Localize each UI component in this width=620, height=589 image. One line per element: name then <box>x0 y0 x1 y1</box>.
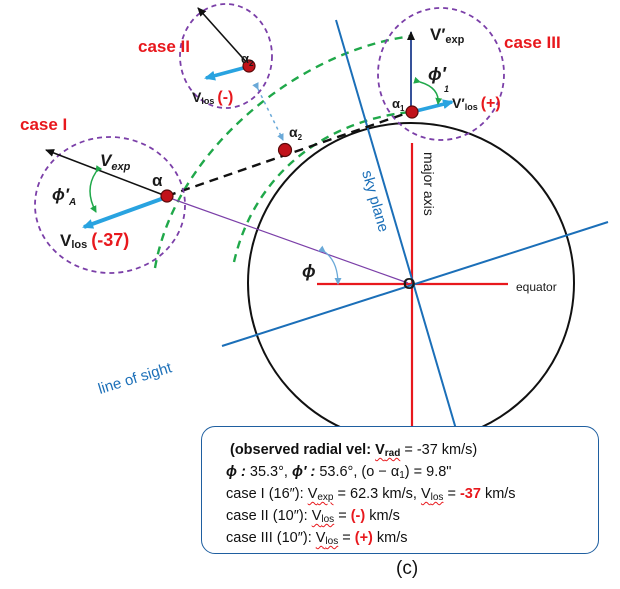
case-I-circle <box>34 136 186 274</box>
panel-label: (c) <box>396 558 419 579</box>
case-III-vlos-label: V′los(+) <box>452 95 501 112</box>
case-III-circle <box>377 7 505 141</box>
case-I-alpha-label: α <box>152 171 163 190</box>
info-line-case1: case I (16″): Vexp = 62.3 km/s, Vlos = -… <box>226 486 516 503</box>
case-I-angle-arc <box>89 165 103 213</box>
alpha1-point-case-III <box>405 105 419 119</box>
case-I-vlos-arrow <box>82 196 165 229</box>
info-case1-vlos: Vlos <box>420 486 444 503</box>
case-I-label: case I <box>20 115 67 134</box>
info-line-observed: (observed radial vel: Vrad = -37 km/s) <box>226 439 588 461</box>
info-case2-vlos: Vlos <box>311 508 335 525</box>
info-alpha1-sub: 1 <box>399 470 405 481</box>
inner-dashed-arc <box>232 110 411 263</box>
info-case3-prefix: case III (10″): <box>226 530 316 546</box>
info-case2-red-value: (-) <box>350 508 366 524</box>
case-I-vlos-label: Vlos(-37) <box>60 230 129 251</box>
equator-label: equator <box>516 280 557 294</box>
case-III-vexp-label: V′exp <box>430 25 465 46</box>
case-III-vlos-arrow <box>411 99 454 114</box>
alpha2-link-dotted <box>252 82 284 141</box>
info-line-case2: case II (10″): Vlos = (-) km/s <box>226 508 400 525</box>
info-vrad: Vrad <box>375 442 401 459</box>
case-I-phi-label: ϕ′A <box>52 185 76 208</box>
case-II-label: case II <box>138 37 190 56</box>
info-line-case3: case III (10″): Vlos = (+) km/s <box>226 530 408 547</box>
case-II-vexp-arrow <box>197 7 250 66</box>
case-III-phi-label: ϕ′1 <box>428 64 449 94</box>
info-phip-symbol: ϕ′ : <box>291 464 316 480</box>
info-phi-value: 35.3°, <box>249 464 288 480</box>
case-I-vexp-arrow <box>45 149 167 197</box>
outer-dashed-arc <box>153 34 413 269</box>
phi-label: ϕ <box>302 261 316 281</box>
line-of-sight-line <box>221 221 609 347</box>
info-line1-prefix: (observed radial vel: <box>230 442 376 458</box>
phi-angle-arc <box>318 245 342 285</box>
case-III-alpha1-label: α1 <box>392 96 405 113</box>
info-distance: ) = 9.8" <box>404 464 452 480</box>
major-axis-label: major axis <box>421 152 437 216</box>
case-II-vlos-label: Vlos(-) <box>192 89 233 106</box>
arc-alpha2-label: α2 <box>289 124 303 142</box>
info-line-angles: ϕ : 35.3°, ϕ′ : 53.6°, (o − α1) = 9.8" <box>226 461 588 483</box>
info-phip-value: 53.6°, (o − α <box>319 464 400 480</box>
sky-plane-line <box>335 19 469 471</box>
case-I-vexp-label: Vexp <box>100 151 131 173</box>
info-case1-vexp: Vexp <box>307 486 334 503</box>
alpha-point-case-I <box>160 189 174 203</box>
alpha2-point-case-II <box>242 59 256 73</box>
info-line1-suffix: = -37 km/s) <box>400 442 478 458</box>
origin-label: O <box>403 276 415 293</box>
case-II-circle <box>179 3 273 109</box>
info-case2-prefix: case II (10″): <box>226 508 312 524</box>
info-case1-prefix: case I (16″): <box>226 486 308 502</box>
case-III-label: case III <box>504 33 561 52</box>
sky-plane-label: sky plane <box>358 168 392 234</box>
alpha2-point-on-arc <box>277 142 293 158</box>
info-case3-red-value: (+) <box>354 530 373 546</box>
info-box: (observed radial vel: Vrad = -37 km/s) ϕ… <box>201 426 599 554</box>
info-phi-symbol: ϕ : <box>226 464 246 480</box>
case-III-angle-arc <box>413 76 443 105</box>
projection-line <box>166 196 409 284</box>
info-case3-vlos: Vlos <box>315 530 339 547</box>
case-II-alpha2-label: α2 <box>241 51 254 68</box>
line-of-sight-label: line of sight <box>96 359 174 398</box>
case-II-vlos-arrow <box>204 65 248 81</box>
info-case1-vexp-value: = 62.3 km/s, <box>333 486 421 502</box>
info-case1-red-value: -37 <box>459 486 481 502</box>
